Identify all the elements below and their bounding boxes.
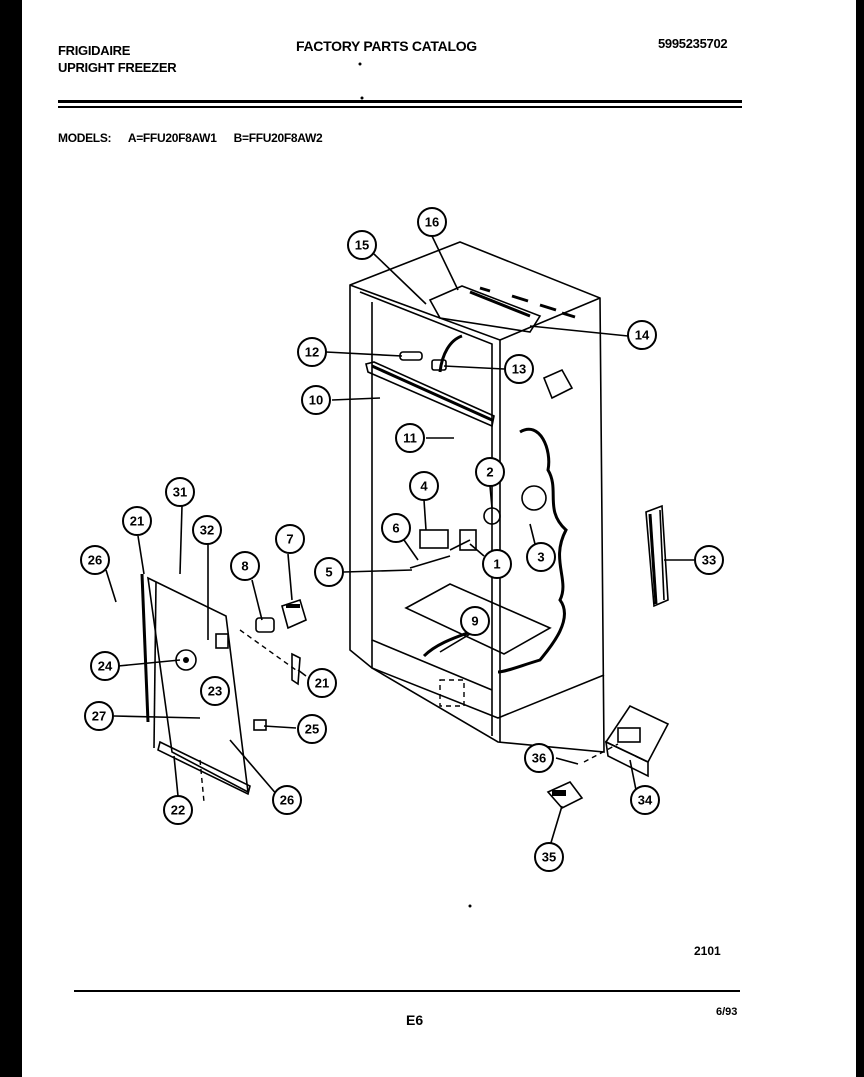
svg-text:35: 35	[542, 850, 556, 865]
svg-text:6: 6	[392, 521, 399, 536]
callout-35: 35	[534, 842, 564, 872]
svg-text:32: 32	[200, 523, 214, 538]
callout-16: 16	[417, 207, 447, 237]
callout-2: 2	[475, 457, 505, 487]
drawing-code: 2101	[694, 944, 721, 958]
catalog-part-number: 5995235702	[658, 36, 728, 51]
callout-3: 3	[526, 542, 556, 572]
door-gasket-part	[645, 504, 669, 608]
svg-text:16: 16	[425, 215, 439, 230]
callout-6: 6	[381, 513, 411, 543]
callout-21: 21	[122, 506, 152, 536]
callout-26b: 26	[272, 785, 302, 815]
svg-text:25: 25	[305, 722, 319, 737]
model-a: A=FFU20F8AW1	[127, 131, 217, 145]
callout-14: 14	[627, 320, 657, 350]
svg-text:31: 31	[173, 485, 187, 500]
callout-10: 10	[301, 385, 331, 415]
callout-36: 36	[524, 743, 554, 773]
svg-text:1: 1	[493, 557, 500, 572]
svg-text:22: 22	[171, 803, 185, 818]
svg-text:33: 33	[702, 553, 716, 568]
callout-33: 33	[694, 545, 724, 575]
model-b: B=FFU20F8AW2	[233, 131, 323, 145]
brand-name: FRIGIDAIRE	[58, 43, 131, 58]
svg-text:15: 15	[355, 238, 369, 253]
callout-26: 26	[80, 545, 110, 575]
svg-text:24: 24	[98, 659, 113, 674]
svg-text:27: 27	[92, 709, 106, 724]
models-label: MODELS:	[58, 131, 112, 145]
bracket-assembly	[546, 704, 670, 809]
callout-32: 32	[192, 515, 222, 545]
catalog-date: 6/93	[716, 1006, 738, 1018]
catalog-title: FACTORY PARTS CATALOG	[296, 38, 477, 54]
callout-8: 8	[230, 551, 260, 581]
callout-31: 31	[165, 477, 195, 507]
callout-5: 5	[314, 557, 344, 587]
scan-border-right	[856, 0, 864, 1077]
product-name: UPRIGHT FREEZER	[58, 60, 177, 75]
svg-text:26: 26	[88, 553, 102, 568]
callout-34: 34	[630, 785, 660, 815]
svg-text:23: 23	[208, 684, 222, 699]
svg-text:21: 21	[130, 514, 144, 529]
svg-text:36: 36	[532, 751, 546, 766]
svg-text:5: 5	[325, 565, 332, 580]
scan-dot	[468, 904, 472, 908]
svg-text:3: 3	[537, 550, 544, 565]
svg-text:9: 9	[471, 614, 478, 629]
leader-lines	[105, 235, 694, 847]
callout-24: 24	[90, 651, 120, 681]
callout-1: 1	[482, 549, 512, 579]
callout-9: 9	[460, 606, 490, 636]
svg-text:26: 26	[280, 793, 294, 808]
back-panel	[140, 573, 307, 803]
svg-text:12: 12	[305, 345, 319, 360]
callout-27: 27	[84, 701, 114, 731]
callout-15: 15	[347, 230, 377, 260]
page-number: E6	[406, 1012, 424, 1028]
svg-text:2: 2	[486, 465, 493, 480]
header-rule-bottom	[58, 106, 742, 108]
brand-block: FRIGIDAIRE UPRIGHT FREEZER	[58, 42, 177, 76]
svg-text:8: 8	[241, 559, 248, 574]
callout-22: 22	[163, 795, 193, 825]
callout-7: 7	[275, 524, 305, 554]
svg-text:10: 10	[309, 393, 323, 408]
callout-25: 25	[297, 714, 327, 744]
svg-text:4: 4	[420, 479, 428, 494]
svg-text:11: 11	[403, 431, 417, 446]
callout-12: 12	[297, 337, 327, 367]
header-rule-top	[58, 100, 742, 103]
svg-text:14: 14	[635, 328, 650, 343]
callout-21b: 21	[307, 668, 337, 698]
freezer-cabinet	[349, 241, 605, 753]
scan-dot	[360, 96, 364, 100]
footer-rule	[74, 990, 740, 992]
models-line: MODELS: A=FFU20F8AW1 B=FFU20F8AW2	[58, 131, 336, 145]
svg-text:34: 34	[638, 793, 653, 808]
svg-text:13: 13	[512, 362, 526, 377]
callout-4: 4	[409, 471, 439, 501]
callout-13: 13	[504, 354, 534, 384]
scan-border-left	[0, 0, 22, 1077]
svg-text:21: 21	[315, 676, 329, 691]
callout-11: 11	[395, 423, 425, 453]
callout-23: 23	[200, 676, 230, 706]
scan-dot	[358, 62, 362, 66]
svg-text:7: 7	[286, 532, 293, 547]
